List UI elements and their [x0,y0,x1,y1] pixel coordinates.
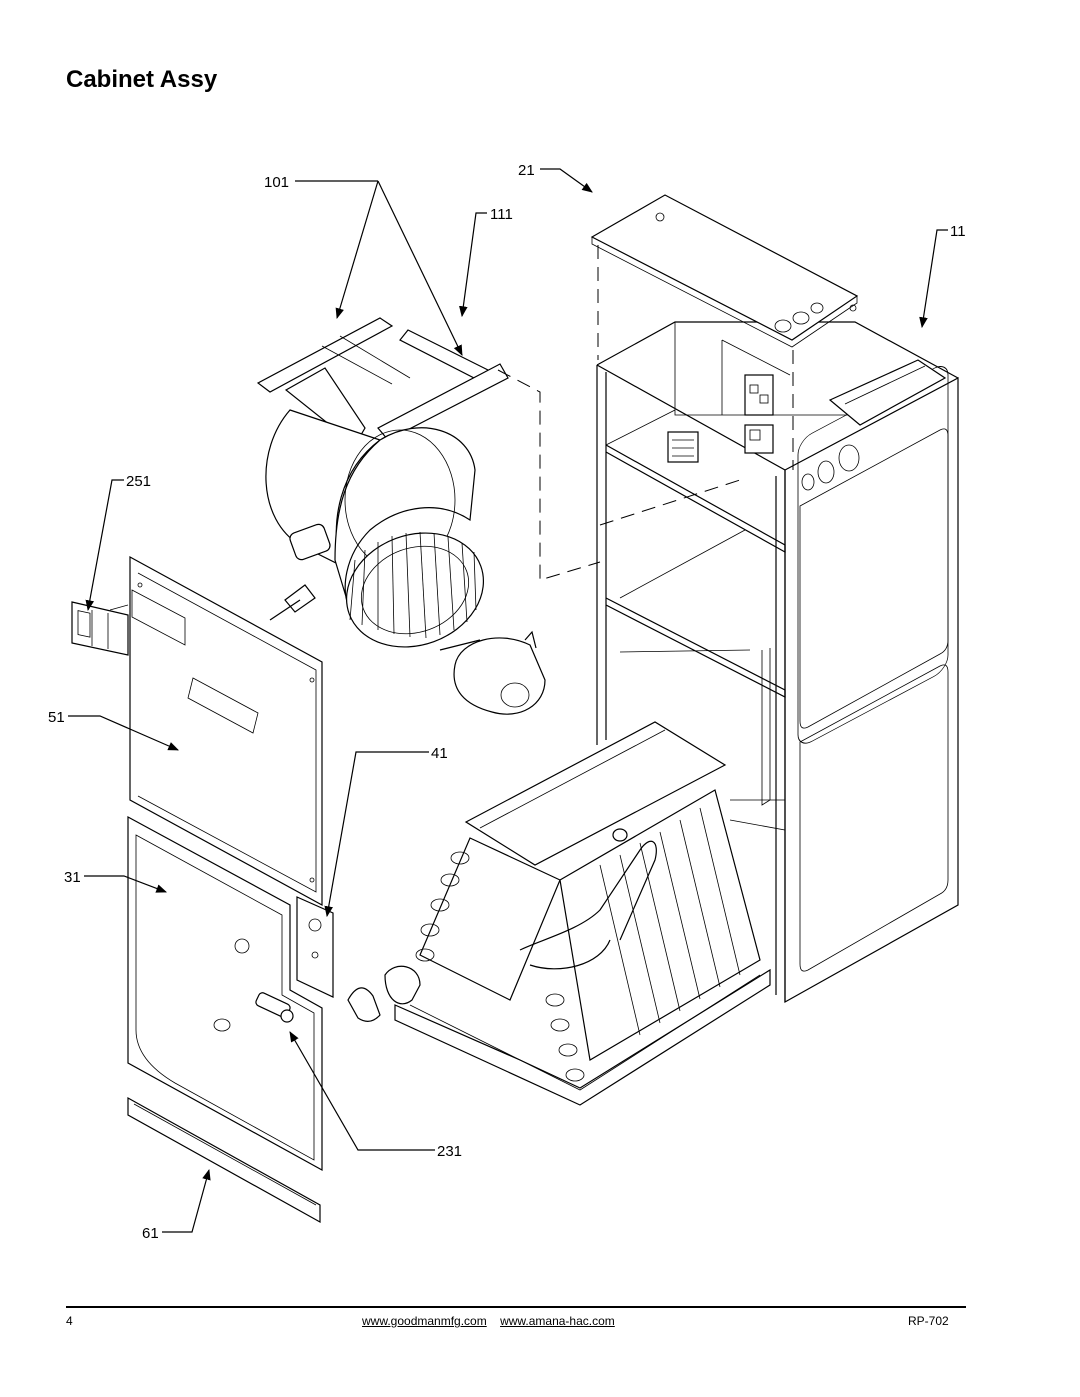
cabinet-exploded-diagram: 101 21 111 11 251 51 41 31 231 61 [48,162,966,1242]
callout-21: 21 [518,162,535,179]
callout-51: 51 [48,709,65,726]
callout-101: 101 [264,174,289,191]
upper-door-panel [129,555,323,907]
page-title: Cabinet Assy [66,66,218,93]
callout-11: 11 [950,223,966,240]
bottom-rail [127,1096,321,1224]
document-code: RP-702 [908,1314,949,1328]
blower-assembly [256,317,741,715]
cabinet-body [596,245,959,1004]
callout-61: 61 [142,1225,159,1242]
page-number: 4 [66,1314,73,1328]
top-panel [590,194,859,348]
amana-link[interactable]: www.amana-hac.com [500,1314,615,1328]
callout-111: 111 [490,206,513,223]
access-plate [296,896,334,998]
callout-41: 41 [431,745,448,762]
callout-31: 31 [64,869,81,886]
evaporator-coil [384,721,771,1106]
lower-door-panel [127,815,323,1172]
gasket [347,987,381,1022]
callout-251: 251 [126,473,151,490]
footer-links: www.goodmanmfg.com www.amana-hac.com [362,1314,625,1328]
drain-fitting [255,992,294,1023]
footer-divider [66,1306,966,1308]
goodman-link[interactable]: www.goodmanmfg.com [362,1314,487,1328]
label-plate [71,601,129,656]
callout-leaders [68,168,948,1233]
callout-231: 231 [437,1143,462,1160]
